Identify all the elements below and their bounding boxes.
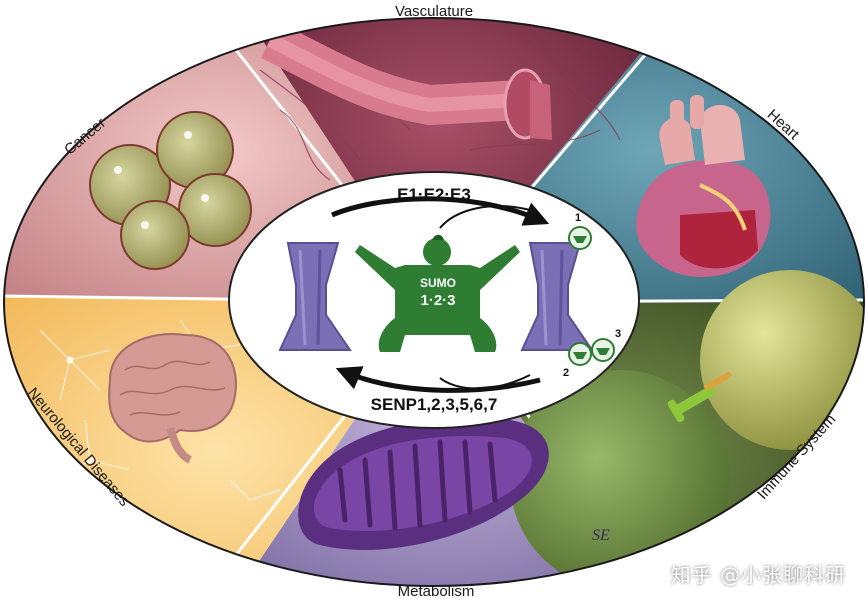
conjugation-arrow [331, 196, 550, 229]
sumo-site-2: 2 [563, 342, 592, 379]
deconjugation-arrow [335, 366, 541, 393]
sumo-site-3: 3 [591, 328, 621, 362]
outer-oval [3, 17, 865, 587]
label-metabolism: Metabolism [398, 583, 475, 600]
target-protein-unmodified [278, 242, 352, 351]
heart-illustration [636, 95, 771, 277]
watermark: 知乎 @小张聊科研 [670, 563, 846, 587]
conjugation-label: E1·E2·E3 [397, 185, 471, 204]
label-vasculature: Vasculature [395, 3, 473, 20]
site-3-label: 3 [615, 328, 621, 340]
tumor-illustration [89, 111, 252, 270]
artist-signature: SE [592, 527, 610, 544]
deconjugation-label: SENP1,2,3,5,6,7 [371, 395, 498, 414]
site-2-label: 2 [563, 367, 569, 379]
neuro-illustration [39, 319, 281, 501]
site-1-label: 1 [575, 212, 581, 224]
sumo-figure: SUMO 1·2·3 [355, 234, 520, 352]
sumo-isoforms: 1·2·3 [420, 292, 455, 309]
vessel-illustration [259, 22, 621, 181]
sumo-site-1: 1 [568, 212, 592, 250]
mitochondrion-illustration: SE [298, 417, 610, 550]
sumo-label: SUMO [420, 276, 456, 290]
